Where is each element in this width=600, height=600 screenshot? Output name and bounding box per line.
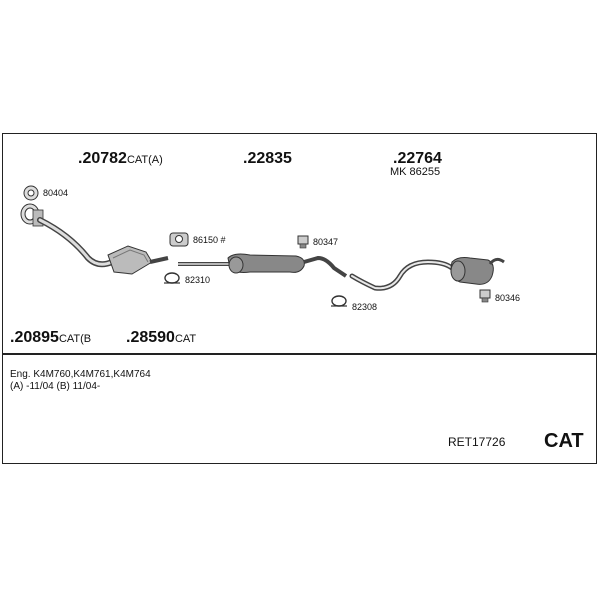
hanger-80347-shape bbox=[297, 235, 309, 249]
part-82310-label: 82310 bbox=[185, 275, 211, 285]
part-22764-sub-label: MK 86255 bbox=[390, 166, 441, 178]
clamp-82310-shape bbox=[164, 272, 180, 284]
part-28590-label: .28590CAT bbox=[126, 329, 197, 346]
system-type-label: CAT bbox=[544, 430, 584, 452]
rear-silencer-shape bbox=[450, 257, 505, 285]
diagram-frame bbox=[2, 133, 597, 464]
info-divider bbox=[2, 353, 597, 355]
hanger-80346-shape bbox=[479, 289, 491, 303]
reference-number: RET17726 bbox=[448, 435, 506, 449]
part-22835-label: .22835 bbox=[243, 150, 292, 167]
center-silencer-shape bbox=[178, 253, 348, 278]
part-80347-label: 80347 bbox=[313, 237, 339, 247]
clamp-86150-shape bbox=[169, 232, 189, 247]
part-22764-label: .22764 bbox=[393, 150, 442, 167]
part-20895-label: .20895CAT(B bbox=[10, 329, 92, 346]
catalytic-converter-shape bbox=[107, 245, 153, 275]
part-80404-label: 80404 bbox=[43, 188, 69, 198]
clamp-82308-shape bbox=[331, 295, 347, 307]
part-86150-label: 86150 # bbox=[193, 235, 226, 245]
part-20782-label: .20782CAT(A) bbox=[78, 150, 163, 167]
part-80346-label: 80346 bbox=[495, 293, 521, 303]
gasket-80404-shape bbox=[23, 185, 39, 201]
part-82308-label: 82308 bbox=[352, 302, 378, 312]
engine-info: Eng. K4M760,K4M761,K4M764 bbox=[10, 369, 151, 380]
date-info: (A) -11/04 (B) 11/04- bbox=[10, 381, 101, 392]
